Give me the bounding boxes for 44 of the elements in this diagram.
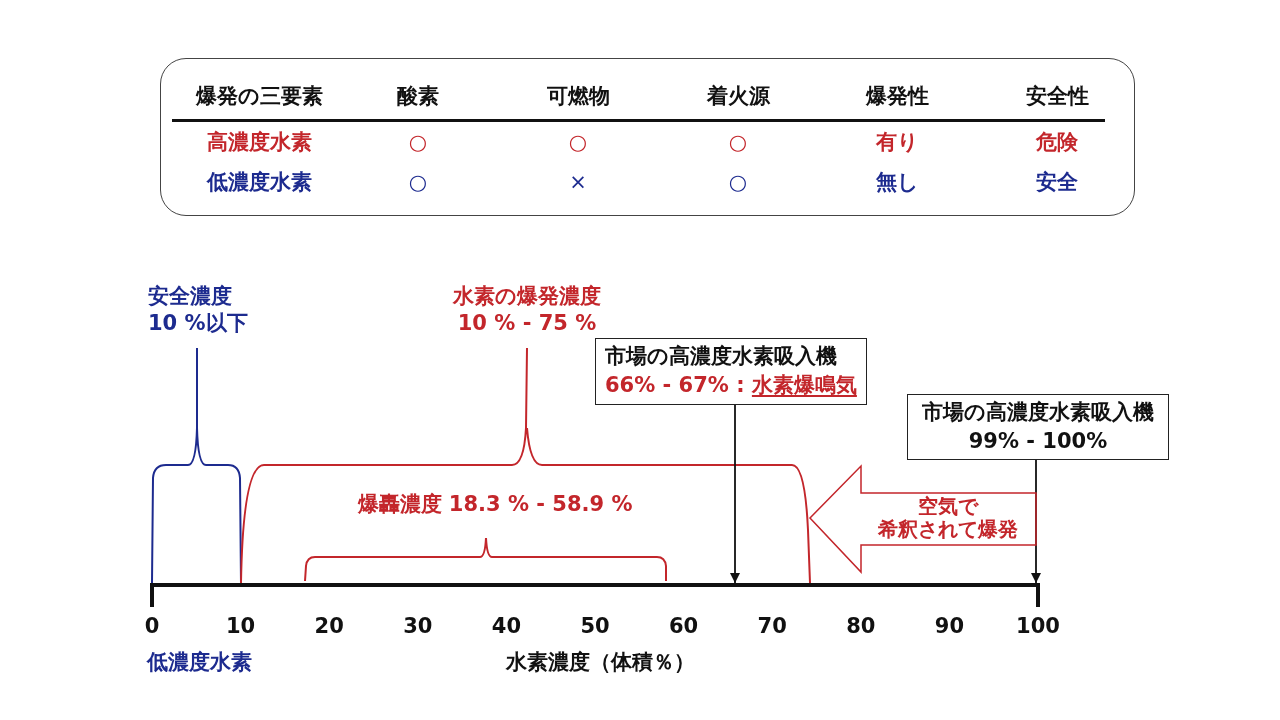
tick-label: 80 [846, 614, 876, 640]
callout-title: 市場の高濃度水素吸入機 [605, 343, 837, 370]
circle-mark: ○ [728, 130, 748, 156]
cross-mark: × [569, 170, 587, 196]
column-header: 爆発性 [865, 84, 929, 110]
callout-text: 空気で希釈されて爆発 [878, 495, 1018, 541]
column-header: 着火源 [706, 84, 770, 110]
pointer-callout [808, 464, 1038, 574]
circle-mark: ○ [728, 170, 748, 196]
range-label: 爆轟濃度 18.3 % - 58.9 % [357, 492, 633, 518]
tick-label: 30 [403, 614, 433, 640]
status-text: 無し [875, 170, 919, 196]
row-label: 高濃度水素 [206, 130, 312, 156]
status-text: 危険 [1036, 130, 1078, 156]
circle-mark: ○ [408, 170, 428, 196]
axis-title: 水素濃度（体積％） [505, 650, 695, 676]
callout-box [907, 394, 1169, 460]
status-text: 有り [875, 130, 919, 156]
tick-label: 20 [314, 614, 344, 640]
column-header: 可燃物 [546, 84, 610, 110]
row-label: 低濃度水素 [206, 170, 312, 196]
tick-label: 10 [226, 614, 256, 640]
tick-label: 90 [934, 614, 964, 640]
range-label: 水素の爆発濃度 10 % - 75 % [452, 283, 602, 337]
callout-title: 市場の高濃度水素吸入機 [922, 399, 1154, 426]
axis-line [150, 583, 1040, 607]
column-header: 安全性 [1025, 84, 1089, 110]
tick-label: 60 [669, 614, 699, 640]
callout-value: 66% - 67% : 水素爆鳴気 [605, 372, 857, 399]
tick-label: 50 [580, 614, 610, 640]
tick-label: 100 [1016, 614, 1060, 640]
circle-mark: ○ [568, 130, 588, 156]
column-header: 酸素 [397, 84, 439, 110]
leader-arrow [730, 404, 740, 584]
tick-label: 0 [144, 614, 160, 640]
column-header: 爆発の三要素 [195, 84, 323, 110]
status-text: 安全 [1036, 170, 1078, 196]
range-label: 安全濃度 10 %以下 [148, 283, 249, 337]
axis-end-label: 低濃度水素 [146, 650, 252, 676]
callout-box [595, 338, 867, 405]
circle-mark: ○ [408, 130, 428, 156]
tick-label: 40 [491, 614, 521, 640]
callout-value: 99% - 100% [968, 428, 1108, 455]
tick-label: 70 [757, 614, 787, 640]
